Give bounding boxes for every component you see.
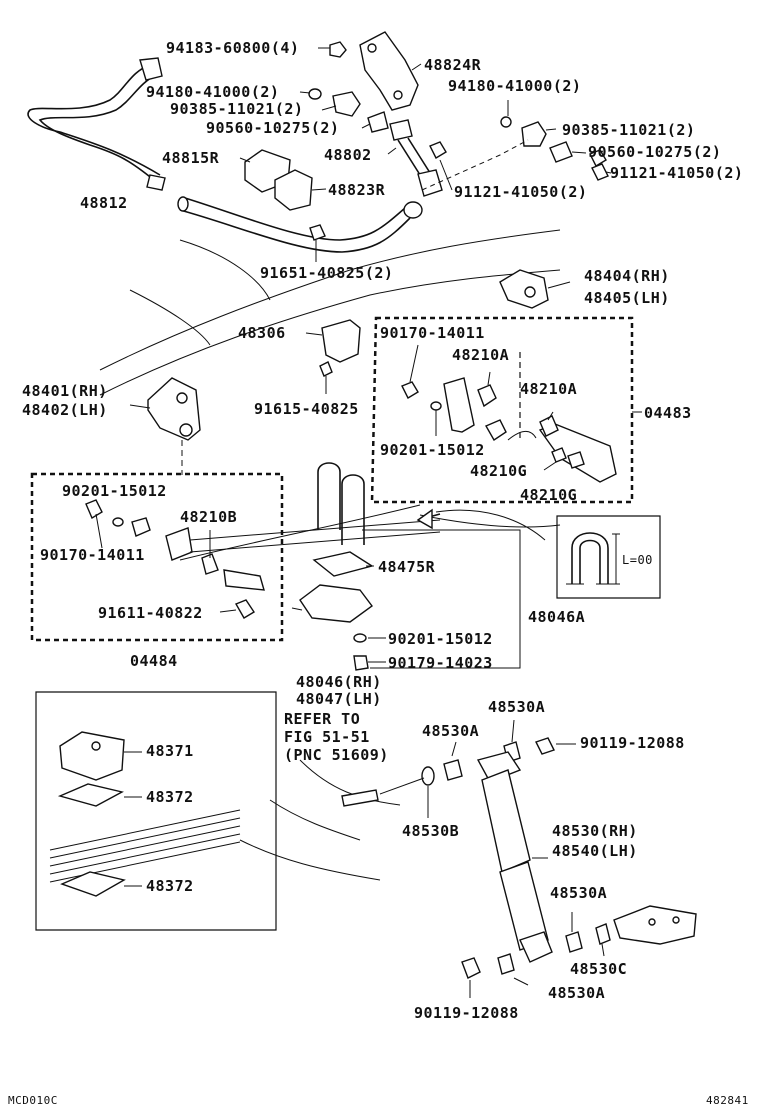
label-90385-11021-a: 90385-11021(2)	[170, 100, 303, 118]
shock-absorber-drawing	[341, 719, 697, 998]
label-91611-40822: 91611-40822	[98, 604, 203, 622]
u-bolt-length-inset	[556, 515, 661, 599]
label-48530A-d: 48530A	[548, 984, 605, 1002]
label-48812: 48812	[80, 194, 128, 212]
label-04484: 04484	[130, 652, 178, 670]
label-48210A-a: 48210A	[452, 346, 509, 364]
stabilizer-bar-drawing	[27, 31, 612, 262]
label-48210A-b: 48210A	[520, 380, 577, 398]
label-94180-41000-b: 94180-41000(2)	[448, 77, 581, 95]
label-48530A-c: 48530A	[550, 884, 607, 902]
label-94180-41000-a: 94180-41000(2)	[146, 83, 279, 101]
label-48210B: 48210B	[180, 508, 237, 526]
label-90119-12088-b: 90119-12088	[414, 1004, 519, 1022]
label-90201-15012-b: 90201-15012	[62, 482, 167, 500]
label-90201-15012-c: 90201-15012	[388, 630, 493, 648]
label-04483: 04483	[644, 404, 692, 422]
label-48372-a: 48372	[146, 788, 194, 806]
label-48815R: 48815R	[162, 149, 220, 167]
label-91121-41050-b: 91121-41050(2)	[454, 183, 587, 201]
label-94183-60800: 94183-60800(4)	[166, 39, 299, 57]
shackle-kit-04483	[370, 316, 642, 504]
label-48046: 48046(RH)	[296, 673, 382, 691]
part-number-labels: 94183-60800(4) 48824R 94180-41000(2) 941…	[8, 39, 749, 1107]
label-48530: 48530(RH)	[552, 822, 638, 840]
label-48823R: 48823R	[328, 181, 386, 199]
label-90170-14011-a: 90170-14011	[380, 324, 485, 342]
label-91651-40825: 91651-40825(2)	[260, 264, 393, 282]
label-48475R: 48475R	[378, 558, 436, 576]
refer-line-1: REFER TO	[284, 710, 360, 728]
front-hanger-drawing	[129, 269, 571, 475]
label-48530A-a: 48530A	[488, 698, 545, 716]
refer-line-3: (PNC 51609)	[284, 746, 389, 764]
label-48210G-b: 48210G	[520, 486, 577, 504]
label-48405: 48405(LH)	[584, 289, 670, 307]
label-48530C: 48530C	[570, 960, 627, 978]
label-90119-12088-a: 90119-12088	[580, 734, 685, 752]
label-90179-14023: 90179-14023	[388, 654, 493, 672]
label-48046A: 48046A	[528, 608, 585, 626]
refer-line-2: FIG 51-51	[284, 728, 370, 746]
footer-right-code: 482841	[706, 1094, 749, 1107]
label-48802: 48802	[324, 146, 372, 164]
label-91121-41050-a: 91121-41050(2)	[610, 164, 743, 182]
label-48372-b: 48372	[146, 877, 194, 895]
label-48402: 48402(LH)	[22, 401, 108, 419]
label-90385-11021-b: 90385-11021(2)	[562, 121, 695, 139]
label-48540: 48540(LH)	[552, 842, 638, 860]
label-90170-14011-b: 90170-14011	[40, 546, 145, 564]
label-90560-10275-b: 90560-10275(2)	[588, 143, 721, 161]
footer-left-code: MCD010C	[8, 1094, 58, 1107]
inset-length-label: L=00	[622, 553, 653, 567]
label-48047: 48047(LH)	[296, 690, 382, 708]
spacer-inset-box	[35, 691, 277, 931]
label-48824R: 48824R	[424, 56, 482, 74]
shackle-kit-04484	[30, 472, 284, 642]
label-48530B: 48530B	[402, 822, 459, 840]
label-90560-10275-a: 90560-10275(2)	[206, 119, 339, 137]
label-91615-40825: 91615-40825	[254, 400, 359, 418]
label-48401: 48401(RH)	[22, 382, 108, 400]
label-48404: 48404(RH)	[584, 267, 670, 285]
label-48306: 48306	[238, 324, 286, 342]
label-48530A-b: 48530A	[422, 722, 479, 740]
label-48371: 48371	[146, 742, 194, 760]
label-48210G-a: 48210G	[470, 462, 527, 480]
u-bolt-seat-drawing	[189, 462, 546, 671]
label-90201-15012-a: 90201-15012	[380, 441, 485, 459]
